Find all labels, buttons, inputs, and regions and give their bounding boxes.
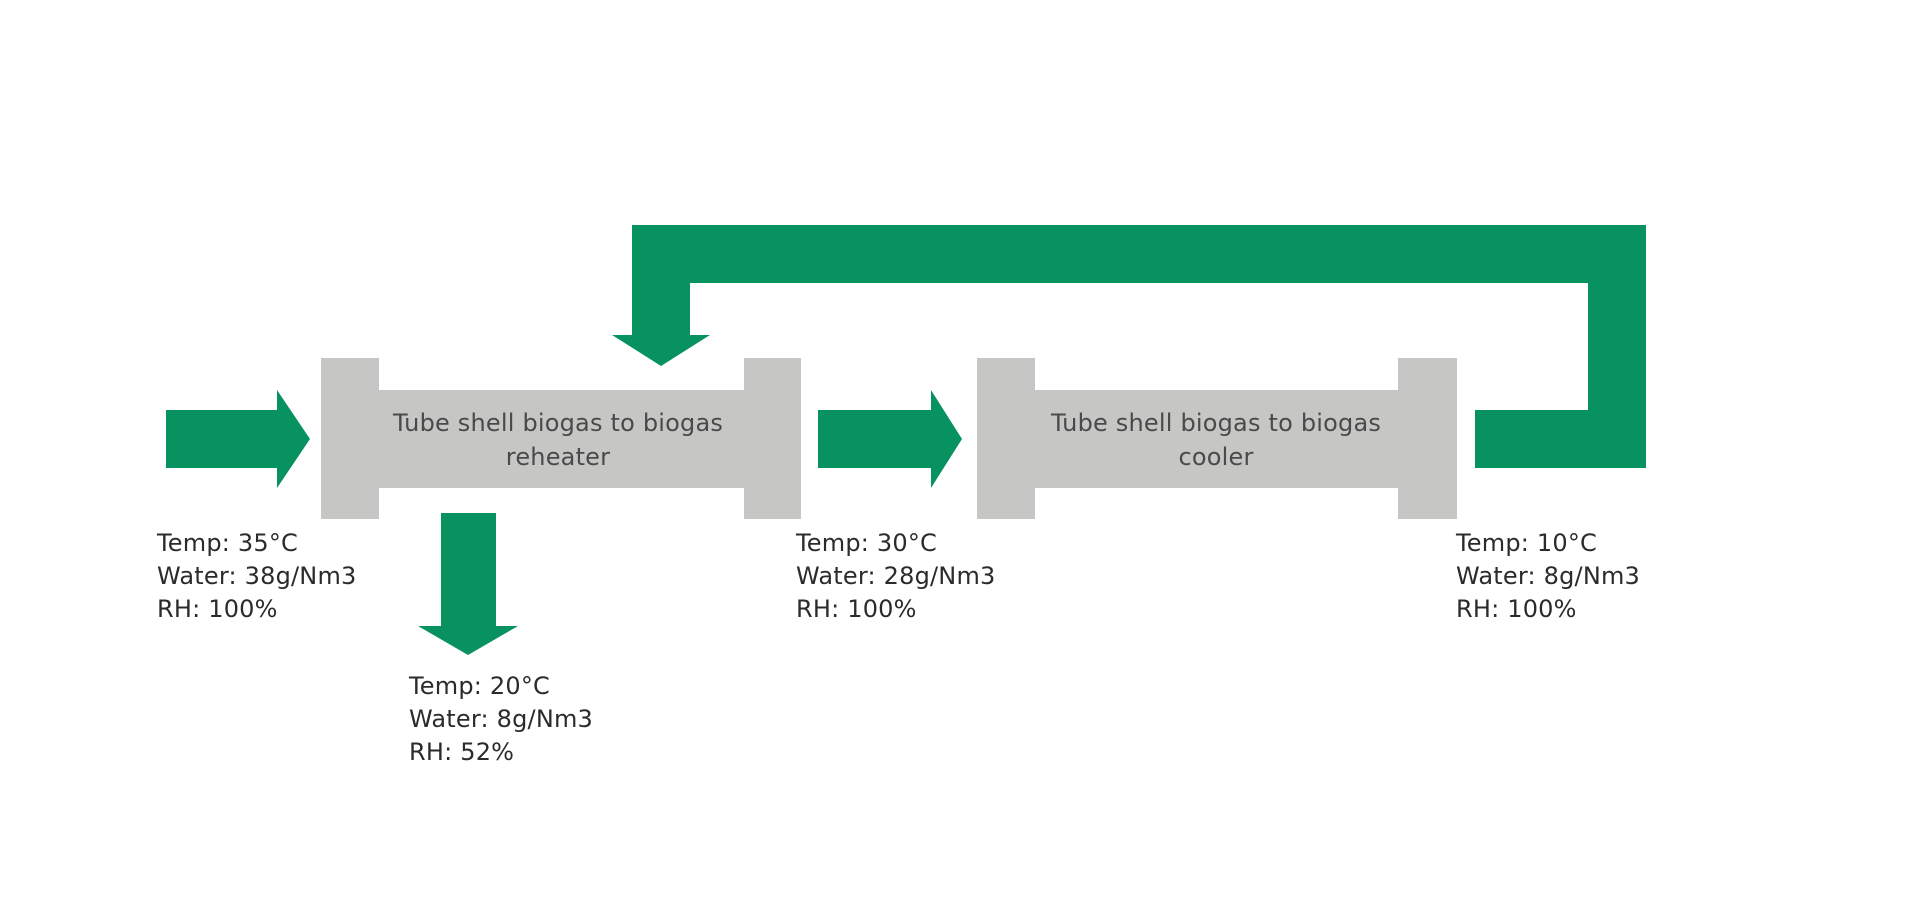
cooler-inlet-conditions: Temp: 30°C Water: 28g/Nm3 RH: 100% (796, 527, 996, 626)
cooler-exchanger-shape (977, 358, 1457, 519)
inlet-water: Water: 38g/Nm3 (157, 562, 357, 590)
cooler-outlet-temp: Temp: 10°C (1456, 529, 1597, 557)
cooler-label-line2: cooler (1178, 443, 1254, 471)
reheater-outlet-conditions: Temp: 20°C Water: 8g/Nm3 RH: 52% (409, 670, 593, 769)
inlet-conditions: Temp: 35°C Water: 38g/Nm3 RH: 100% (157, 527, 357, 626)
inlet-arrow (166, 390, 310, 488)
cooler-outlet-conditions: Temp: 10°C Water: 8g/Nm3 RH: 100% (1456, 527, 1640, 626)
reheater-label: Tube shell biogas to biogas reheater (362, 405, 754, 475)
cooler-label-line1: Tube shell biogas to biogas (1050, 409, 1382, 437)
inlet-temp: Temp: 35°C (157, 529, 298, 557)
cooler-outlet-water: Water: 8g/Nm3 (1456, 562, 1641, 590)
reheater-label-line2: reheater (505, 443, 611, 471)
reheater-outlet-arrow (418, 513, 518, 655)
cooler-inlet-rh: RH: 100% (796, 595, 917, 623)
reheater-outlet-temp: Temp: 20°C (409, 672, 550, 700)
cooler-inlet-water: Water: 28g/Nm3 (796, 562, 996, 590)
cooler-inlet-temp: Temp: 30°C (796, 529, 937, 557)
cooler-outlet-rh: RH: 100% (1456, 595, 1577, 623)
reheater-outlet-rh: RH: 52% (409, 738, 515, 766)
reheater-outlet-water: Water: 8g/Nm3 (409, 705, 594, 733)
transfer-arrow (818, 390, 962, 488)
reheater-label-line1: Tube shell biogas to biogas (392, 409, 724, 437)
inlet-rh: RH: 100% (157, 595, 278, 623)
cooler-label: Tube shell biogas to biogas cooler (1020, 405, 1412, 475)
reheater-exchanger-shape (321, 358, 801, 519)
recycle-loop-arrow (612, 225, 1646, 468)
